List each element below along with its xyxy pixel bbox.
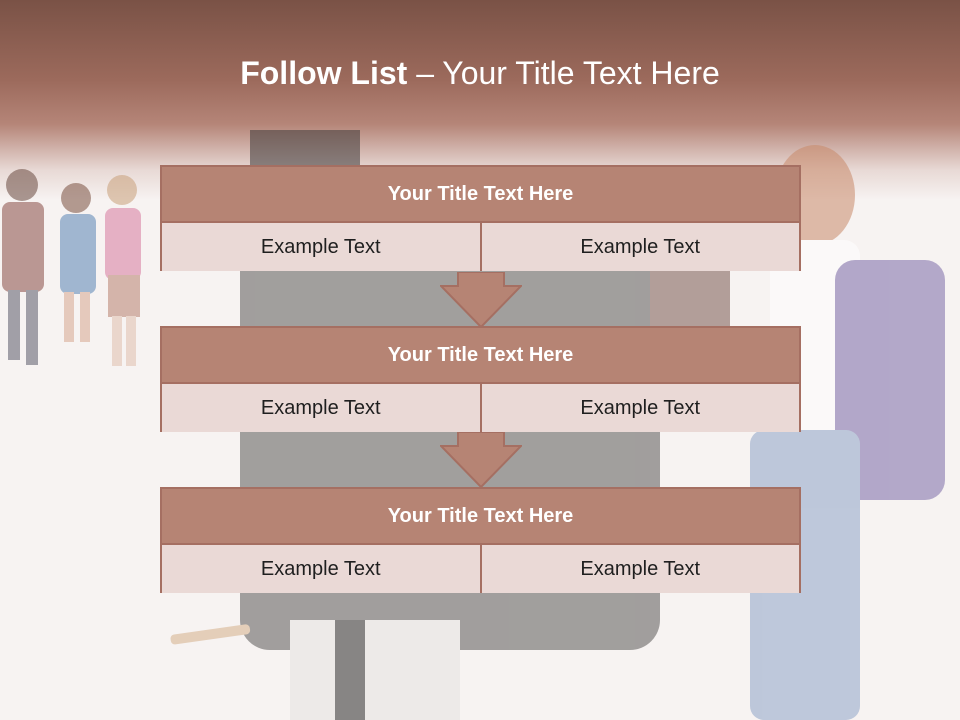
- down-arrow-2: [440, 432, 522, 488]
- step-card-1: Your Title Text Here Example Text Exampl…: [160, 165, 801, 271]
- step-2-row: Example Text Example Text: [162, 384, 799, 432]
- step-1-right-text: Example Text: [479, 223, 799, 271]
- step-1-left-text: Example Text: [162, 223, 480, 271]
- step-3-title: Your Title Text Here: [162, 489, 799, 545]
- down-arrow-1: [440, 272, 522, 328]
- step-2-title: Your Title Text Here: [162, 328, 799, 384]
- step-3-left-text: Example Text: [162, 545, 480, 593]
- step-card-3: Your Title Text Here Example Text Exampl…: [160, 487, 801, 593]
- slide-title-bold: Follow List: [240, 55, 408, 91]
- step-2-right-text: Example Text: [479, 384, 799, 432]
- slide-title: Follow List – Your Title Text Here: [0, 55, 960, 92]
- step-card-2: Your Title Text Here Example Text Exampl…: [160, 326, 801, 432]
- step-2-left-text: Example Text: [162, 384, 480, 432]
- slide-title-rest: – Your Title Text Here: [407, 55, 720, 91]
- step-3-row: Example Text Example Text: [162, 545, 799, 593]
- step-1-title: Your Title Text Here: [162, 167, 799, 223]
- step-1-row: Example Text Example Text: [162, 223, 799, 271]
- step-3-right-text: Example Text: [479, 545, 799, 593]
